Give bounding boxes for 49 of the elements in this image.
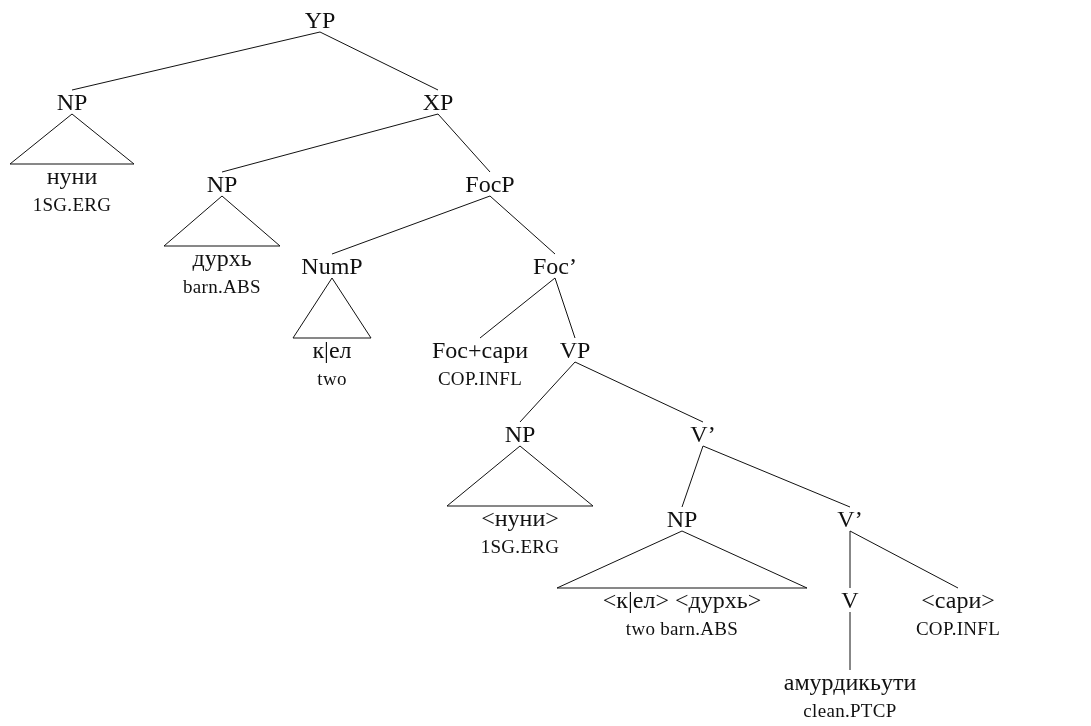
word-text: Foc+сари	[432, 336, 528, 364]
word-text: <к|ел> <дурхь>	[602, 586, 762, 614]
node-label: Foc’	[531, 252, 579, 280]
triangle-branch	[163, 195, 281, 247]
branch-line	[221, 113, 439, 173]
node-label: NP	[664, 505, 700, 533]
triangle-branch	[446, 445, 594, 507]
node-label: FocP	[463, 170, 517, 198]
branch-line	[681, 445, 704, 508]
node-label: V’	[688, 420, 718, 448]
branch-line	[331, 195, 491, 255]
branch-line	[702, 445, 851, 508]
branch-line	[849, 611, 851, 671]
branch-line	[479, 277, 556, 339]
gloss-text: barn.ABS	[183, 275, 261, 299]
node-label: V’	[835, 505, 865, 533]
word-text: амурдикьути	[783, 668, 917, 696]
word-text: нуни	[46, 162, 98, 190]
node-label: NP	[502, 420, 538, 448]
branch-line	[849, 530, 959, 589]
branch-line	[319, 31, 439, 91]
node-label: V	[839, 586, 861, 614]
gloss-text: 1SG.ERG	[32, 193, 112, 217]
gloss-text: two	[317, 367, 347, 391]
branch-line	[849, 530, 851, 589]
branch-line	[71, 31, 321, 91]
branch-line	[519, 361, 576, 423]
branch-line	[489, 195, 556, 255]
node-label: YP	[302, 6, 338, 34]
node-label: XP	[420, 88, 456, 116]
node-label: VP	[557, 336, 593, 364]
gloss-text: COP.INFL	[437, 367, 523, 391]
node-label: NumP	[299, 252, 365, 280]
word-text: <нуни>	[481, 504, 559, 532]
word-text: дурхь	[192, 244, 252, 272]
branch-line	[554, 277, 576, 339]
word-text: к|ел	[312, 336, 352, 364]
node-label: NP	[54, 88, 90, 116]
gloss-text: two barn.ABS	[625, 617, 739, 641]
triangle-branch	[9, 113, 135, 165]
branch-line	[437, 113, 491, 173]
triangle-branch	[292, 277, 372, 339]
node-label: NP	[204, 170, 240, 198]
branch-line	[574, 361, 704, 423]
gloss-text: 1SG.ERG	[480, 535, 560, 559]
gloss-text: clean.PTCP	[803, 699, 897, 723]
word-text: <сари>	[921, 586, 995, 614]
triangle-branch	[556, 530, 808, 589]
gloss-text: COP.INFL	[915, 617, 1001, 641]
